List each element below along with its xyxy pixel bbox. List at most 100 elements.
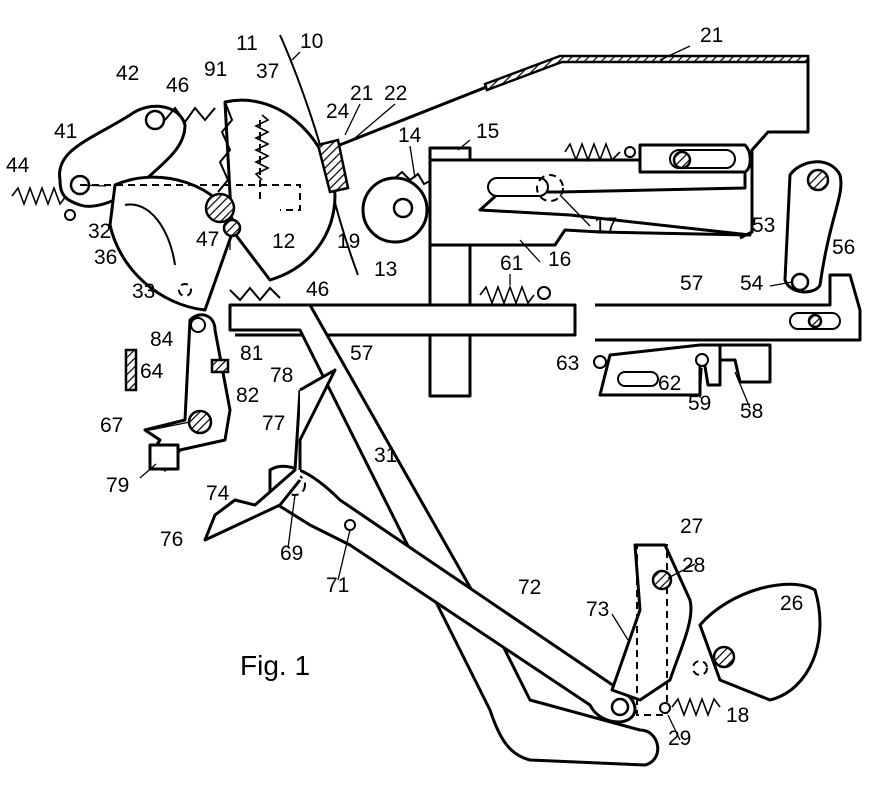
spring-61 <box>479 284 535 306</box>
ref-82: 82 <box>236 384 259 407</box>
ref-76: 76 <box>160 528 183 551</box>
ref-27: 27 <box>680 515 703 538</box>
spring-44-anchor <box>64 209 76 221</box>
lever-77-78 <box>298 368 337 470</box>
ref-31: 31 <box>374 444 397 467</box>
lever-74 <box>203 389 302 542</box>
lever-73 <box>610 543 693 702</box>
slot-16 <box>487 177 549 197</box>
ref-19: 19 <box>337 230 360 253</box>
pin-71 <box>344 519 356 531</box>
pin-18-alt <box>692 660 708 676</box>
print-wheel-hub <box>392 197 414 219</box>
link-72 <box>268 464 637 724</box>
ref-21b: 21 <box>350 82 373 105</box>
ref-41: 41 <box>54 120 77 143</box>
ref-73: 73 <box>586 598 609 621</box>
ref-81: 81 <box>240 342 263 365</box>
ref-21a: 21 <box>700 24 723 47</box>
main-lever-31 <box>228 303 660 767</box>
ref-53: 53 <box>752 214 775 237</box>
spring-29-anchor <box>659 702 671 714</box>
ref-63: 63 <box>556 352 579 375</box>
ref-84: 84 <box>150 328 174 351</box>
ref-57b: 57 <box>680 272 703 295</box>
platen-sector <box>223 98 337 282</box>
pin-63 <box>593 355 607 369</box>
ref-74: 74 <box>206 482 230 505</box>
spring-top <box>564 141 621 163</box>
bar-57-pin <box>807 313 823 329</box>
ref-67: 67 <box>100 414 123 437</box>
ref-77: 77 <box>262 412 285 435</box>
ref-15: 15 <box>476 120 499 143</box>
upper-arm-pin <box>672 150 692 170</box>
ref-78: 78 <box>270 364 293 387</box>
ref-42: 42 <box>116 62 139 85</box>
reference-labels: 10 11 12 13 14 15 16 17 18 19 21 21 22 2… <box>6 24 855 750</box>
ref-56: 56 <box>832 236 855 259</box>
slider-62-slot <box>617 371 659 387</box>
pin-59 <box>695 353 709 367</box>
ref-64: 64 <box>140 360 164 383</box>
part-58 <box>718 343 772 384</box>
lever-64 <box>143 313 232 472</box>
pivot-54 <box>790 272 810 292</box>
stop-81 <box>210 358 230 374</box>
pivot-28 <box>651 569 673 591</box>
ref-44: 44 <box>6 154 30 177</box>
stop-84 <box>124 348 138 392</box>
cam-slot <box>124 203 176 266</box>
leader-lines <box>79 45 793 741</box>
bracket-27 <box>636 544 668 716</box>
ref-62: 62 <box>658 372 681 395</box>
spring-61-anchor <box>537 286 551 300</box>
shaft-12 <box>204 192 236 224</box>
cam-26 <box>698 582 822 702</box>
shaft-47 <box>222 218 242 238</box>
pin-72-end <box>610 697 630 717</box>
cam-plate <box>108 175 237 312</box>
spring-top-anchor <box>624 146 636 158</box>
ref-10: 10 <box>300 30 323 53</box>
type-element-24 <box>316 138 350 194</box>
pivot-18 <box>712 645 736 669</box>
ref-12: 12 <box>272 230 295 253</box>
ref-37: 37 <box>256 60 279 83</box>
lever-53 <box>783 160 843 294</box>
ref-28: 28 <box>682 554 705 577</box>
ref-71: 71 <box>326 574 349 597</box>
ref-57a: 57 <box>350 342 373 365</box>
ref-24: 24 <box>326 100 350 123</box>
ref-36: 36 <box>94 246 117 269</box>
lever-42 <box>58 104 187 208</box>
ref-69: 69 <box>280 542 303 565</box>
ref-18: 18 <box>726 704 749 727</box>
ref-11: 11 <box>236 32 258 55</box>
cover-plate-hatch <box>483 54 810 92</box>
ref-61: 61 <box>500 252 523 275</box>
figure-caption: Fig. 1 <box>240 650 310 681</box>
pivot-42 <box>144 109 166 131</box>
ref-16: 16 <box>548 248 571 271</box>
ref-59: 59 <box>688 392 711 415</box>
ref-26: 26 <box>780 592 803 615</box>
spring-29 <box>671 696 721 718</box>
ref-79: 79 <box>106 474 129 497</box>
ref-46b: 46 <box>306 278 329 301</box>
ref-46a: 46 <box>166 74 189 97</box>
ref-58: 58 <box>740 400 763 423</box>
ref-13: 13 <box>374 258 397 281</box>
ref-54: 54 <box>740 272 764 295</box>
pivot-53 <box>806 168 830 192</box>
pin-33 <box>178 283 192 297</box>
pivot-67 <box>187 409 213 435</box>
sector-teeth <box>217 101 234 193</box>
pin-17 <box>536 174 564 202</box>
ref-47: 47 <box>196 228 219 251</box>
ref-33: 33 <box>132 280 155 303</box>
ref-72: 72 <box>518 576 541 599</box>
ref-17: 17 <box>594 214 617 237</box>
